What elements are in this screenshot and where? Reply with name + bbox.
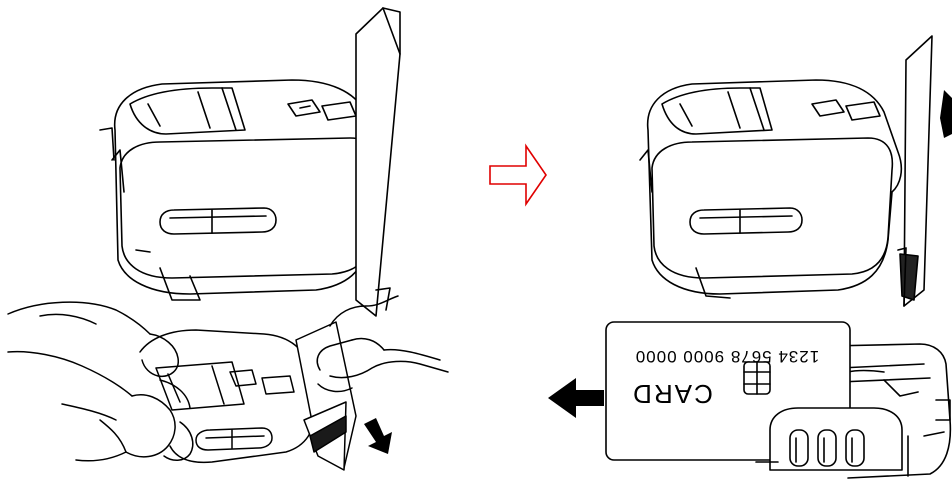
- right-hand: [317, 296, 448, 391]
- printer-body: [100, 80, 386, 300]
- front-slot: [160, 208, 276, 234]
- top-cover: [130, 88, 245, 134]
- card-slot-guard: [756, 408, 908, 476]
- panel-hands-swiping: [8, 296, 448, 470]
- swiped-card: [296, 322, 356, 470]
- pull-direction-icon: [940, 90, 952, 138]
- inserted-card: [356, 8, 400, 316]
- card-number: 1234 5678 9000 0000: [635, 347, 819, 366]
- flow-arrow-icon: [490, 146, 546, 204]
- panel-printer-card-pulled: [640, 36, 952, 306]
- printer-body-2: [640, 80, 901, 298]
- pulled-card: [898, 36, 932, 306]
- card-label: CARD: [631, 379, 713, 409]
- panel-printer-card-inserted: [100, 8, 400, 316]
- swipe-arrow-icon: [364, 418, 392, 454]
- panel-card-eject: [548, 322, 950, 478]
- printer-body-3: [140, 330, 314, 462]
- left-hand: [8, 302, 193, 461]
- eject-direction-icon: [548, 378, 604, 418]
